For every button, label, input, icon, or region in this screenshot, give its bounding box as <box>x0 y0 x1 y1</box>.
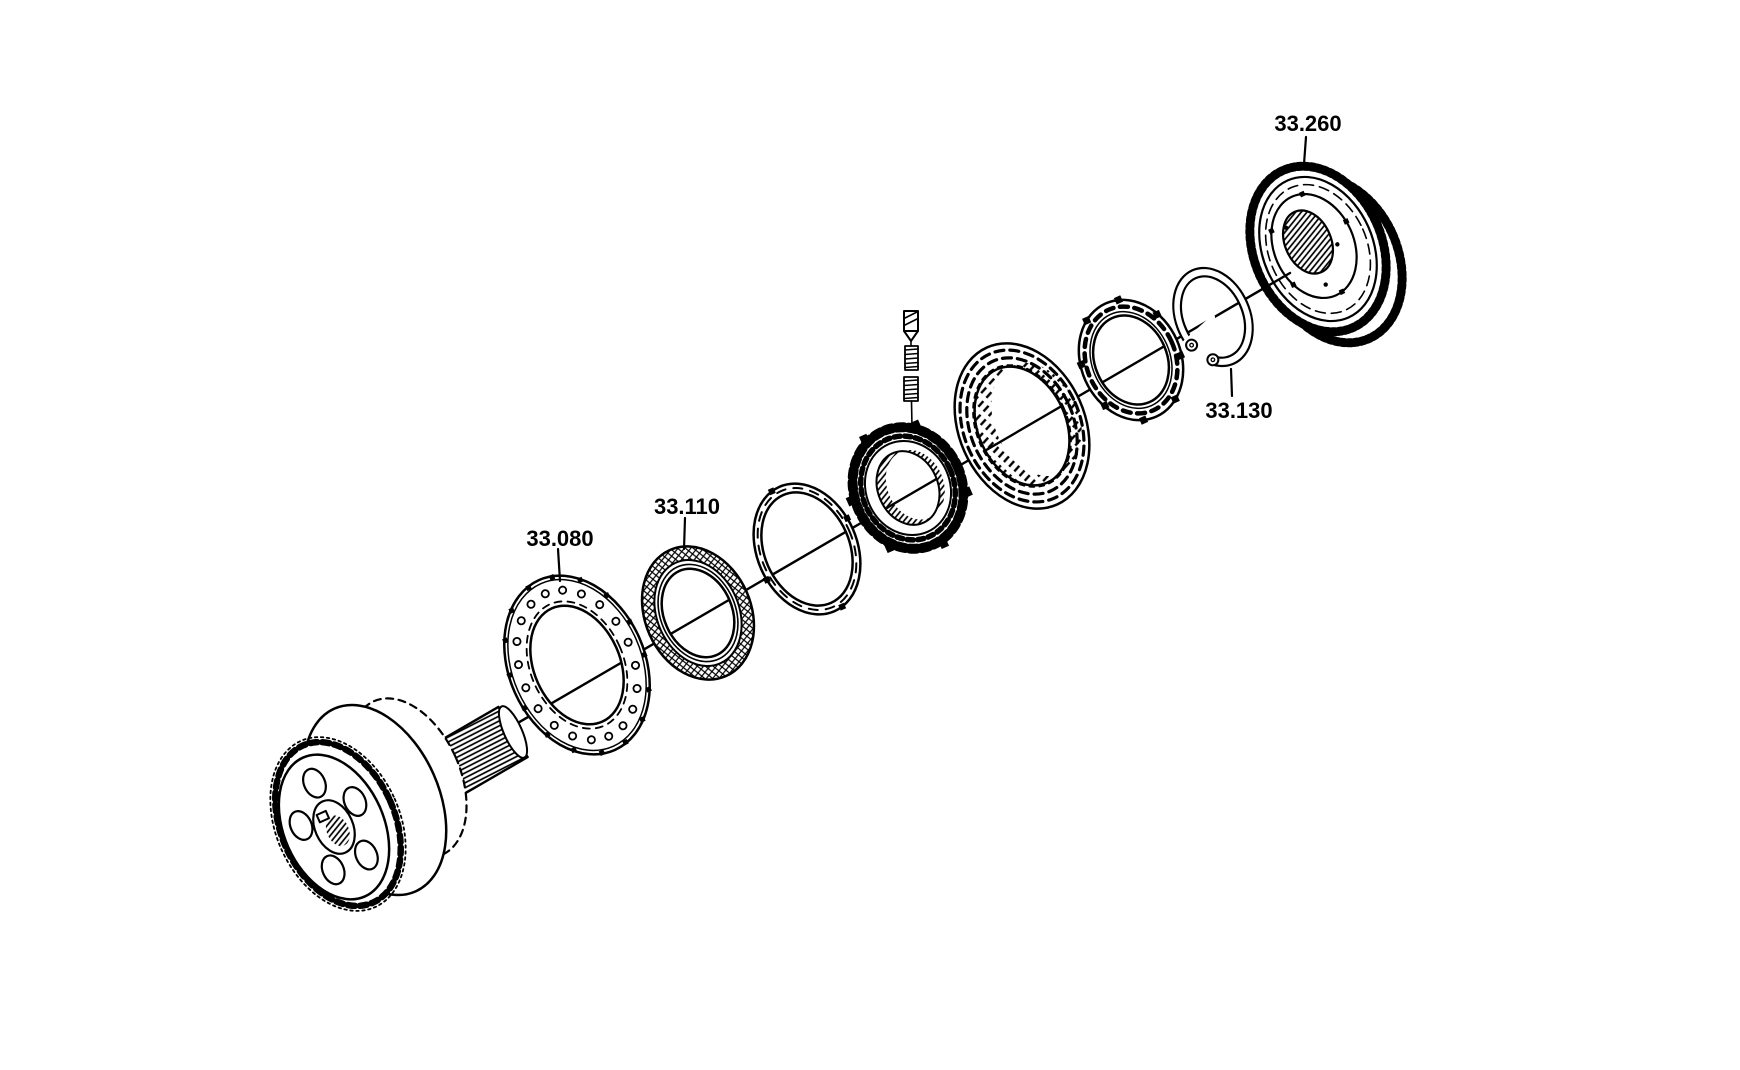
flange-hole <box>342 786 368 817</box>
bore-keyway <box>315 809 331 824</box>
leader-33080 <box>556 547 562 583</box>
hub-spline-hatch <box>876 449 945 525</box>
part-helical-gear <box>1245 161 1407 348</box>
part-blocker-ring <box>752 482 862 616</box>
flange-hole <box>288 810 314 841</box>
part-clutch-gear-ring <box>953 342 1091 510</box>
part-thrust-washer-disc <box>502 573 652 757</box>
snap-ring-eyelet-hole <box>1189 342 1195 348</box>
gear-splined-bore <box>1281 209 1335 275</box>
callout-33110: 33.110 <box>653 494 721 519</box>
callout-leaders <box>556 135 1308 583</box>
internal-teeth-hatch <box>974 362 1082 486</box>
leader-33260 <box>1302 135 1308 166</box>
snap-ring-eyelet <box>1185 338 1199 352</box>
part-synchronizer-hub <box>845 419 973 554</box>
part-snap-ring <box>1155 266 1254 394</box>
flange-face <box>277 753 391 901</box>
callout-33130: 33.130 <box>1205 398 1273 423</box>
flange-hole <box>302 767 327 799</box>
snap-ring-eyelet <box>1206 353 1220 367</box>
flange-hole <box>320 854 346 886</box>
leader-33130 <box>1229 367 1234 398</box>
callout-33080: 33.080 <box>526 526 594 551</box>
leader-33110 <box>682 516 687 551</box>
part-lugged-synchro-ring <box>1076 295 1186 425</box>
detent-pin-tip <box>903 330 919 342</box>
snap-ring-eyelet-hole <box>1210 357 1216 363</box>
part-output-flange-drum <box>269 697 529 912</box>
rim-tabs <box>502 573 652 757</box>
rivet-holes <box>512 585 642 745</box>
part-friction-ring <box>640 545 756 681</box>
callout-33260: 33.260 <box>1274 111 1342 136</box>
part-detent-pin-and-springs <box>903 310 919 428</box>
detent-pin <box>903 310 919 332</box>
flange-hole <box>353 839 379 871</box>
